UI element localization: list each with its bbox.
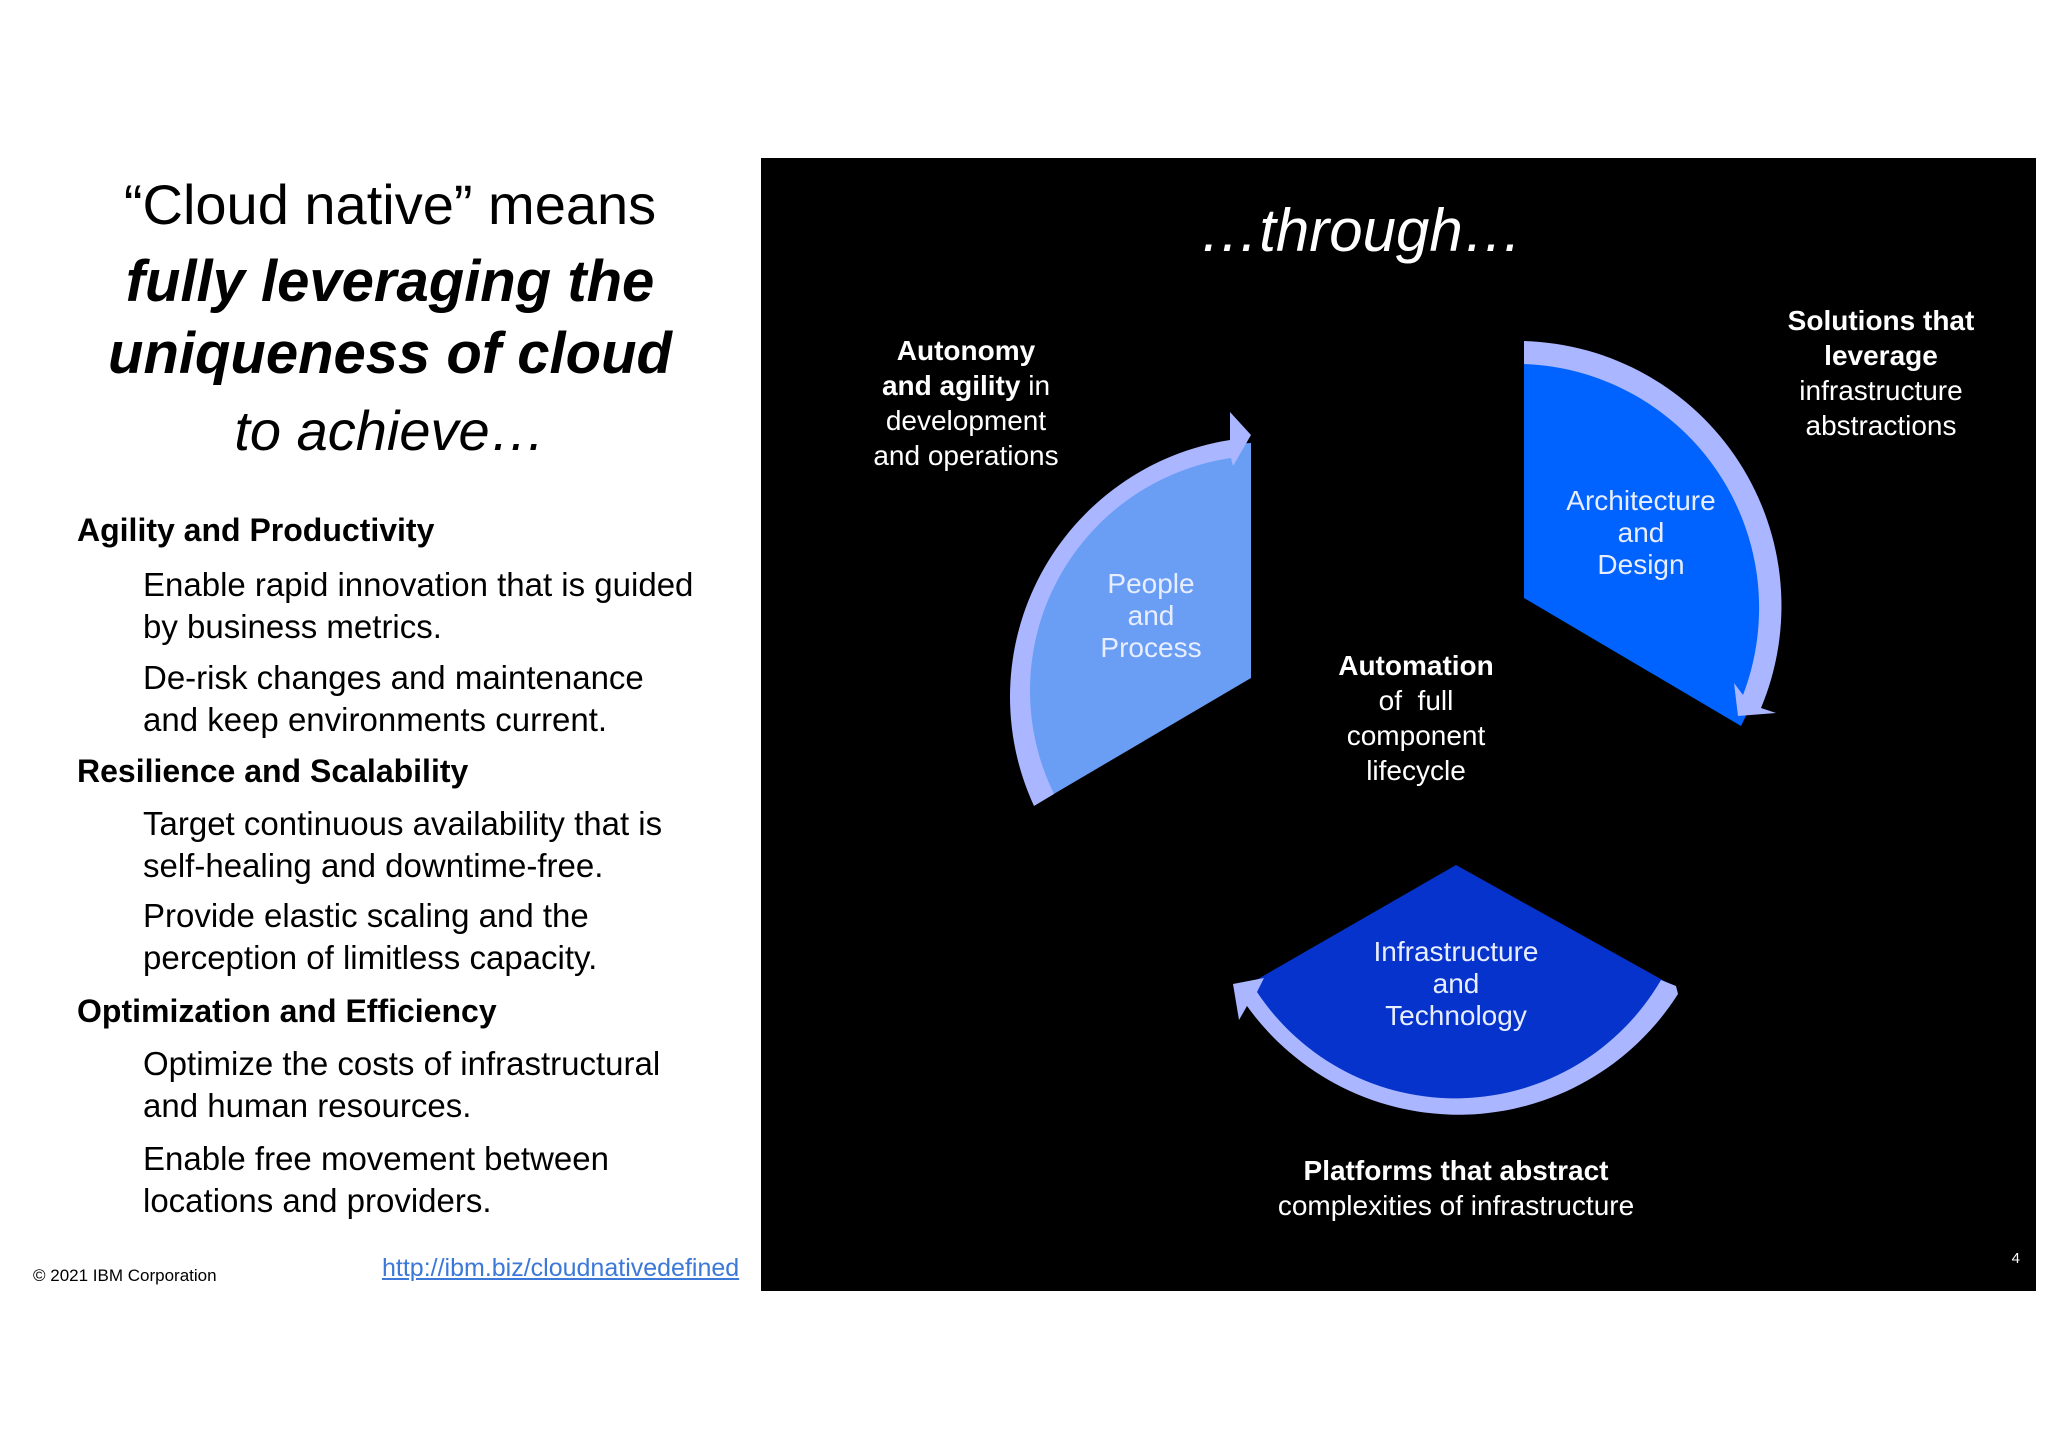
automation-label-line3: component bbox=[1346, 720, 1486, 751]
bullet-item: Optimize the costs of infrastructural an… bbox=[143, 1043, 743, 1127]
bullet-line: Enable free movement between bbox=[143, 1140, 609, 1177]
section-heading: Optimization and Efficiency bbox=[77, 993, 497, 1029]
section-heading: Agility and Productivity bbox=[77, 512, 435, 548]
architecture-design-label-line: and bbox=[1617, 517, 1665, 548]
autonomy-label-line2-rest: in bbox=[1020, 370, 1051, 401]
bullet-item: Provide elastic scaling and the percepti… bbox=[143, 895, 743, 979]
bullet-line: Optimize the costs of infrastructural bbox=[143, 1045, 661, 1082]
bullet-line: Provide elastic scaling and the bbox=[143, 897, 589, 934]
bullet-line: by business metrics. bbox=[143, 608, 442, 645]
bullet-line: locations and providers. bbox=[143, 1182, 492, 1219]
autonomy-label: Autonomy and agility in development and … bbox=[841, 333, 1091, 473]
autonomy-label-line4: and operations bbox=[873, 440, 1059, 471]
bullet-line: De-risk changes and maintenance bbox=[143, 659, 644, 696]
title-line-2: fully leveraging the bbox=[125, 249, 655, 314]
platforms-label: Platforms that abstract complexities of … bbox=[1231, 1153, 1681, 1223]
bullet-line: self-healing and downtime-free. bbox=[143, 847, 604, 884]
solutions-label-line2: leverage bbox=[1824, 340, 1938, 371]
infrastructure-technology-wedge bbox=[1244, 865, 1675, 1110]
solutions-label-line1: Solutions that bbox=[1787, 305, 1975, 336]
architecture-design-label-line: Design bbox=[1597, 549, 1685, 580]
automation-label-line4: lifecycle bbox=[1366, 755, 1466, 786]
infrastructure-technology-label: Infrastructure and Technology bbox=[1346, 936, 1566, 1032]
bullet-line: and keep environments current. bbox=[143, 701, 608, 738]
architecture-design-label-line: Architecture bbox=[1566, 485, 1716, 516]
bullet-line: and human resources. bbox=[143, 1087, 472, 1124]
platforms-label-line2: complexities of infrastructure bbox=[1277, 1190, 1635, 1221]
autonomy-label-line2-bold: and agility bbox=[881, 370, 1021, 401]
infrastructure-technology-label-line: Technology bbox=[1385, 1000, 1527, 1031]
bullet-item: De-risk changes and maintenance and keep… bbox=[143, 657, 743, 741]
infrastructure-technology-arrow bbox=[1233, 978, 1678, 1115]
people-process-arrow bbox=[1010, 412, 1251, 806]
solutions-label-line4: abstractions bbox=[1805, 410, 1957, 441]
slide-number: 4 bbox=[2011, 1250, 2020, 1267]
automation-label-line2: of full bbox=[1378, 685, 1454, 716]
bullet-line: Enable rapid innovation that is guided bbox=[143, 566, 694, 603]
cloud-native-defined-link[interactable]: http://ibm.biz/cloudnativedefined bbox=[382, 1254, 740, 1282]
cycle-diagram bbox=[1010, 341, 1782, 1115]
bullet-line: Target continuous availability that is bbox=[143, 805, 663, 842]
title-line-1: “Cloud native” means bbox=[123, 173, 657, 236]
solutions-label: Solutions that leverage infrastructure a… bbox=[1761, 303, 2001, 443]
infrastructure-technology-label-line: Infrastructure bbox=[1373, 936, 1539, 967]
diagram-heading: …through… bbox=[1199, 197, 1523, 264]
infrastructure-technology-label-line: and bbox=[1432, 968, 1480, 999]
solutions-label-line3: infrastructure bbox=[1799, 375, 1963, 406]
section-heading: Resilience and Scalability bbox=[77, 753, 469, 789]
bullet-line: perception of limitless capacity. bbox=[143, 939, 598, 976]
architecture-design-arrow bbox=[1524, 341, 1782, 716]
autonomy-label-line1: Autonomy bbox=[896, 335, 1036, 366]
bullet-item: Enable rapid innovation that is guided b… bbox=[143, 564, 743, 648]
people-process-label-line: Process bbox=[1100, 632, 1202, 663]
diagram-panel: …through… Autonomy and agility in develo… bbox=[761, 158, 2036, 1291]
title-line-3: uniqueness of cloud bbox=[108, 321, 672, 386]
automation-label-line1: Automation bbox=[1338, 650, 1494, 681]
people-process-label: People and Process bbox=[1061, 568, 1241, 664]
platforms-label-line1: Platforms that abstract bbox=[1303, 1155, 1609, 1186]
automation-label: Automation of full component lifecycle bbox=[1291, 648, 1541, 788]
bullet-item: Enable free movement between locations a… bbox=[143, 1138, 743, 1222]
copyright-text: © 2021 IBM Corporation bbox=[33, 1266, 217, 1285]
autonomy-label-line3: development bbox=[885, 405, 1047, 436]
people-process-label-line: and bbox=[1127, 600, 1175, 631]
title-line-4: to achieve… bbox=[234, 399, 546, 462]
bullet-item: Target continuous availability that is s… bbox=[143, 803, 743, 887]
architecture-design-label: Architecture and Design bbox=[1541, 485, 1741, 581]
people-process-label-line: People bbox=[1107, 568, 1195, 599]
